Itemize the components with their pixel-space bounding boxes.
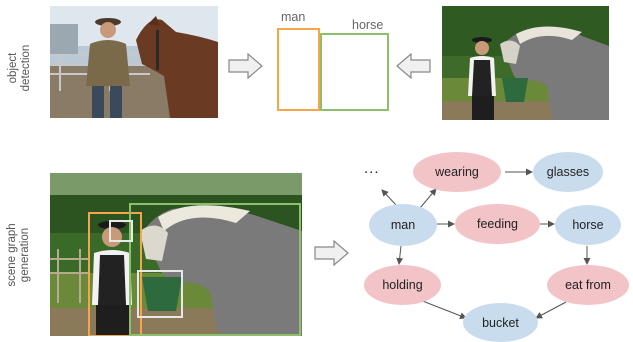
edge-man-ellipsis [381, 189, 398, 207]
right-arrow-icon [228, 52, 264, 84]
photo-man-horse [50, 6, 218, 118]
left-arrow-icon [395, 52, 431, 84]
node-wearing: wearing [413, 152, 501, 192]
node-holding: holding [364, 265, 441, 305]
node-horse: horse [555, 205, 621, 245]
edge-eatfrom-bucket [535, 301, 567, 319]
node-eat-from: eat from [547, 265, 629, 305]
node-man: man [369, 204, 437, 246]
graph-ellipsis: ... [364, 160, 380, 177]
horse-detection-box [320, 33, 389, 111]
node-bucket: bucket [463, 303, 538, 342]
node-glasses: glasses [533, 152, 603, 192]
horse-box-label: horse [352, 18, 384, 32]
right-arrow-icon [314, 239, 350, 271]
edge-man-wearing [419, 188, 437, 209]
edge-man-holding [396, 245, 404, 265]
photo-man-feeding-horse [442, 6, 609, 120]
photo-scene-graph-input [50, 173, 302, 336]
edge-holding-bucket [419, 299, 467, 320]
man-detection-box [277, 28, 320, 111]
node-feeding: feeding [455, 204, 540, 244]
man-box-label: man [281, 10, 306, 24]
